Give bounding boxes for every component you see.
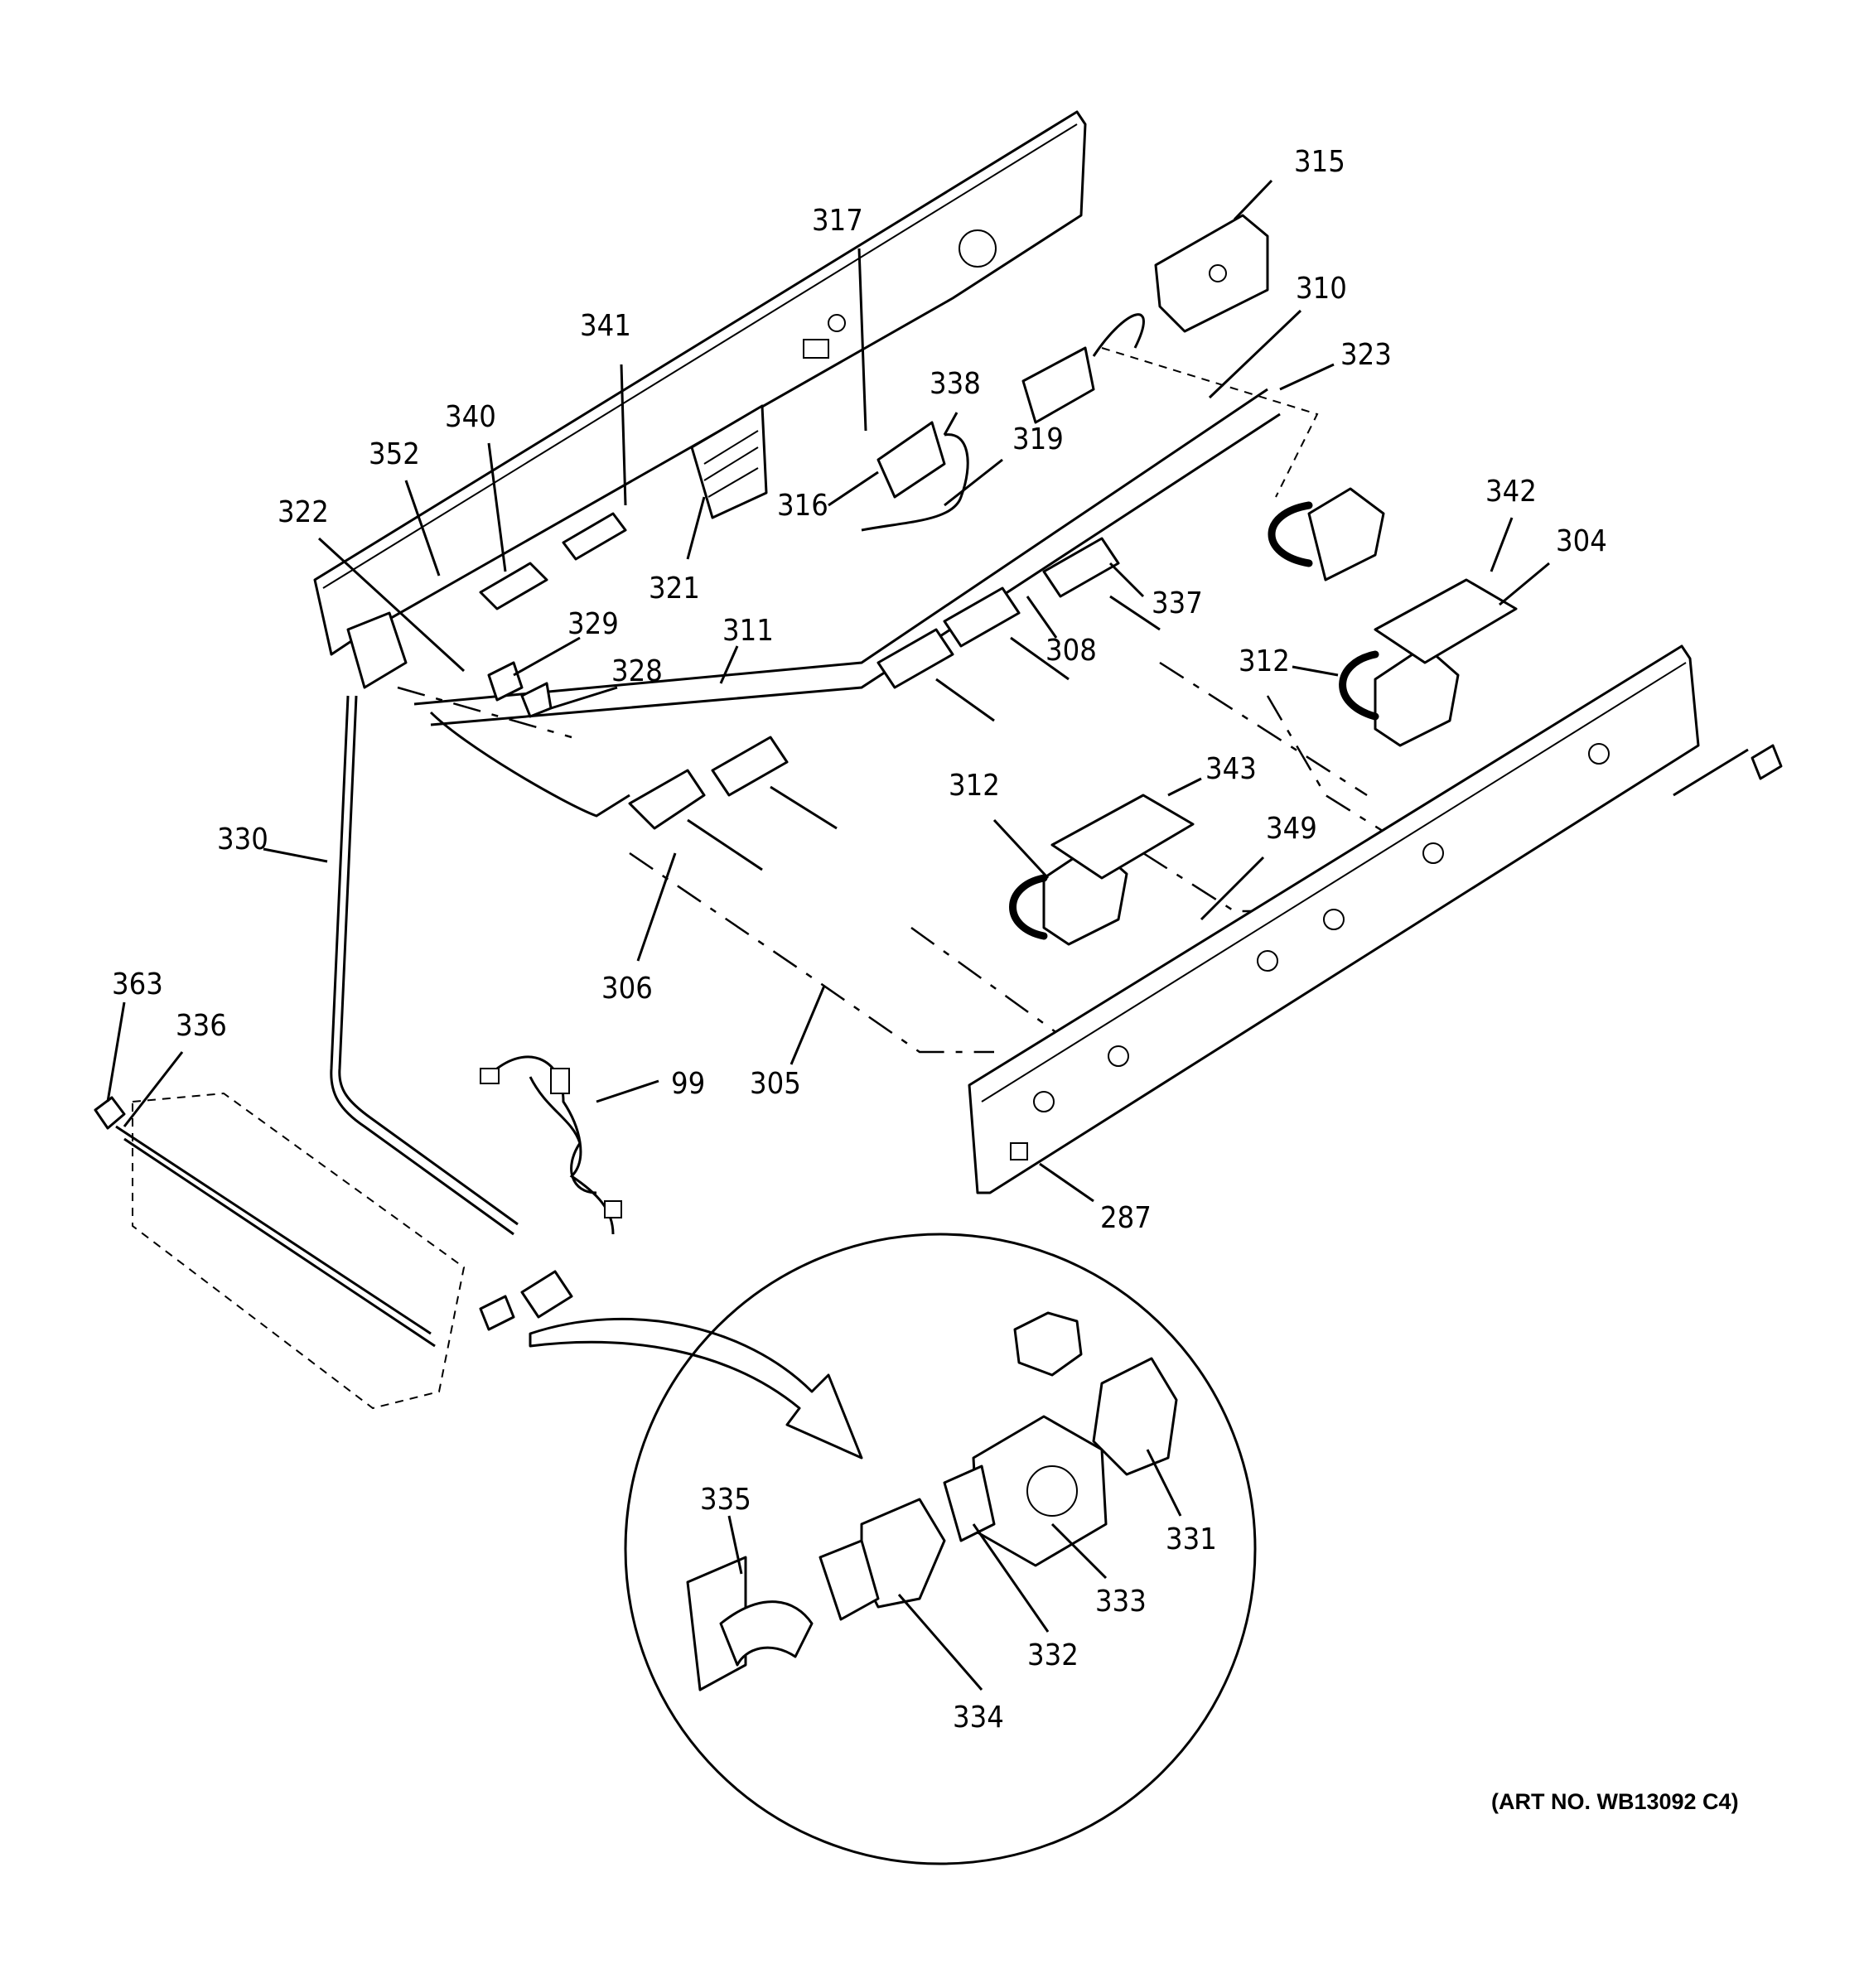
callout-337: 337	[1152, 586, 1203, 620]
callout-308: 308	[1045, 634, 1097, 668]
elbow-335	[719, 1600, 814, 1667]
callout-331: 331	[1166, 1522, 1217, 1556]
callout-312b: 312	[949, 769, 1000, 803]
callout-330: 330	[217, 823, 268, 856]
housing-valve	[479, 1270, 573, 1331]
callout-322: 322	[278, 495, 329, 529]
terminal-block-340	[479, 512, 627, 610]
valve-upper-right	[1268, 487, 1385, 581]
callout-349: 349	[1266, 812, 1317, 846]
callout-317: 317	[812, 204, 863, 238]
callout-319: 319	[1012, 422, 1064, 456]
callout-343: 343	[1205, 752, 1257, 786]
art-number: (ART NO. WB13092 C4)	[1491, 1789, 1739, 1814]
callout-287: 287	[1100, 1201, 1152, 1235]
gas-manifold	[413, 388, 1281, 818]
callout-352: 352	[369, 437, 420, 471]
bracket-322	[346, 611, 408, 689]
callout-304: 304	[1556, 524, 1607, 558]
bracket-335	[686, 1556, 747, 1691]
valve-312-upper	[1339, 644, 1460, 747]
callout-315: 315	[1294, 145, 1345, 179]
bracket-343	[1050, 794, 1195, 880]
callout-305: 305	[750, 1067, 801, 1101]
burner-valves	[628, 537, 1161, 871]
callout-338: 338	[930, 367, 981, 401]
callout-311: 311	[722, 614, 774, 648]
callout-328: 328	[611, 654, 663, 688]
callout-99: 99	[671, 1067, 705, 1101]
front-manifold-panel	[968, 644, 1700, 1194]
spark-module-315	[1154, 214, 1269, 333]
callout-363: 363	[112, 967, 163, 1001]
callout-323: 323	[1340, 338, 1392, 372]
gas-tube-330	[330, 695, 519, 1236]
alignment-lines	[397, 347, 1393, 1054]
callout-312a: 312	[1239, 644, 1290, 678]
callout-335: 335	[700, 1483, 751, 1517]
igniter-module-316	[861, 421, 969, 532]
detail-arrow	[529, 1317, 863, 1460]
callout-341: 341	[580, 309, 631, 343]
burner-housing	[132, 1092, 466, 1410]
detail-view-circle	[624, 1233, 1257, 1865]
switch-block-321	[690, 404, 768, 519]
nipple	[819, 1539, 880, 1621]
nut-331	[1013, 1311, 1083, 1377]
callout-334: 334	[953, 1701, 1004, 1735]
callout-336: 336	[176, 1009, 227, 1043]
rear-panel	[313, 110, 1087, 656]
bracket-342	[1374, 578, 1518, 664]
callout-333: 333	[1095, 1585, 1147, 1619]
igniter-bracket	[1021, 313, 1145, 424]
burner-tube-336	[94, 1096, 436, 1348]
callout-342: 342	[1485, 475, 1537, 509]
fitting-331	[1092, 1357, 1178, 1476]
nipple-332	[943, 1464, 996, 1542]
callout-306: 306	[601, 972, 653, 1006]
leader-lines	[106, 179, 1550, 1691]
callout-329: 329	[567, 607, 619, 641]
callout-310: 310	[1296, 272, 1347, 306]
callout-321: 321	[649, 572, 700, 606]
callout-332: 332	[1027, 1638, 1079, 1672]
wire-harness-99	[480, 1055, 622, 1235]
callout-316: 316	[777, 489, 828, 523]
harness-connector	[1673, 744, 1783, 797]
callout-labels: 315 317 310 323 341 338 340 319 352 342 …	[112, 145, 1607, 1735]
callout-340: 340	[445, 400, 496, 434]
